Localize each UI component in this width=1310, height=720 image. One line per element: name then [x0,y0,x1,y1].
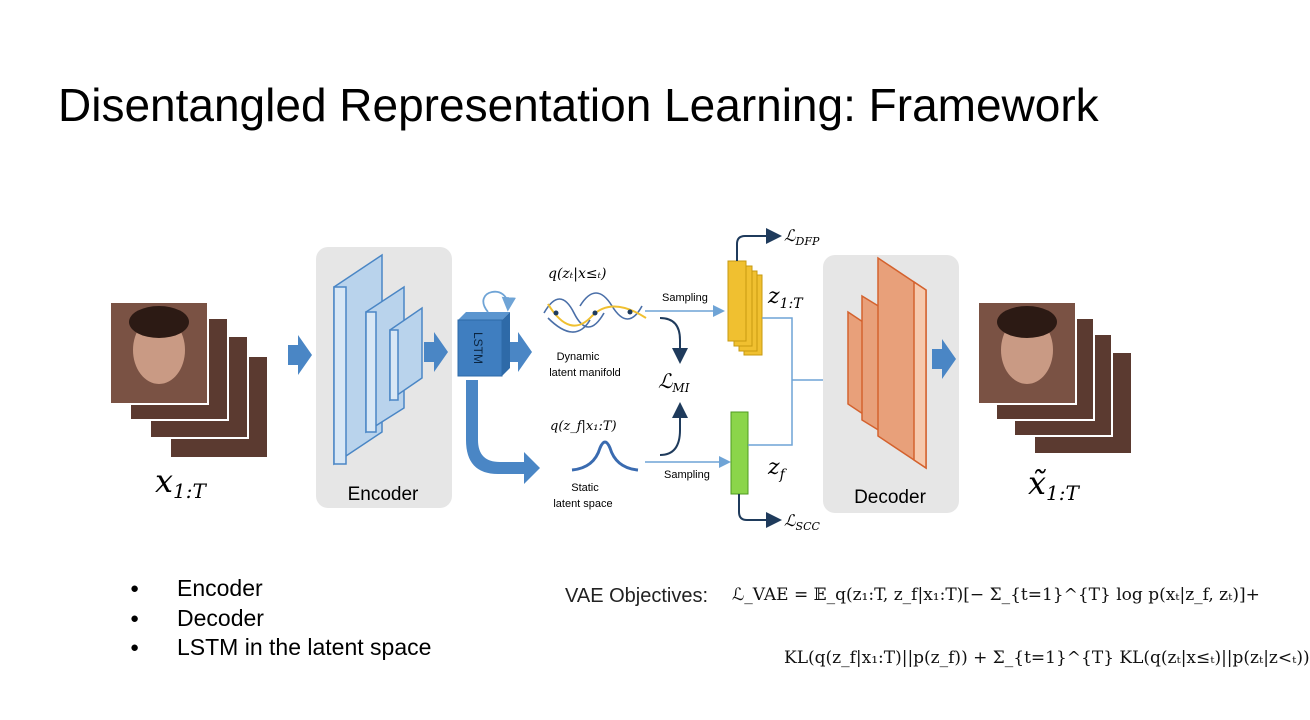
lstm-side [502,312,510,376]
slide-title: Disentangled Representation Learning: Fr… [58,79,1099,131]
output-label: x̃1:T [1028,464,1081,505]
encoder-layer-3-side [389,329,399,401]
vae-objectives-label: VAE Objectives: [565,585,709,607]
output-frames [977,301,1133,455]
decoder-label: Decoder [854,487,926,508]
bullet-item: Encoder [130,574,431,604]
arrow-static-to-mi [659,402,688,456]
z-dynamic-stack [727,260,763,356]
arrow-input-to-encoder [288,335,312,375]
input-face-hair [129,306,189,338]
sampling-bottom-label: Sampling [664,469,710,481]
q-dynamic-label: q(zₜ|x≤ₜ) [548,266,607,282]
output-face-hair [997,306,1057,338]
dynamic-manifold-curves [543,292,647,333]
z-static-label: zf [767,455,788,483]
q-static-label: q(z_f|x₁:T) [550,419,617,434]
z-dynamic-layer-1 [727,260,747,342]
encoder-label: Encoder [348,484,419,505]
loss-mi: ℒMI [658,369,690,395]
vae-equation-line-2: KL(q(z_f|x₁:T)||p(z_f)) + Σ_{t=1}^{T} KL… [784,648,1310,668]
bullet-item: Decoder [130,604,431,634]
z-static-block [730,411,749,495]
dynamic-caption-2: latent manifold [549,367,621,379]
arrow-decoder-to-output [932,339,956,379]
bullet-item: LSTM in the latent space [130,633,431,663]
loss-scc: ℒSCC [784,511,820,533]
arrow-to-dfp [736,228,782,261]
arrow-encoder-to-lstm [424,332,448,372]
arrow-dynamic-to-mi [659,317,688,364]
vae-equation-line-1: ℒ_VAE = 𝔼_q(z₁:T, z_f|x₁:T)[− Σ_{t=1}^{T… [732,585,1260,605]
lstm-front [457,319,503,377]
decoder-layer-3-front [913,280,927,470]
static-caption-2: latent space [553,498,612,510]
sampling-top-label: Sampling [662,292,708,304]
lstm-top [458,312,510,320]
loss-dfp: ℒDFP [784,226,820,248]
encoder-layers [333,253,423,466]
input-frames [109,301,269,459]
static-caption-1: Static [571,482,599,494]
dynamic-caption-1: Dynamic [557,351,600,363]
input-label: x1:T [155,462,208,503]
arrow-lstm-to-static [466,380,540,484]
merge-line-static [748,380,793,446]
lstm-recurrent-loop [482,290,516,313]
static-gaussian-curve [571,440,639,472]
arrow-lstm-to-dynamic [510,332,532,372]
arrow-to-scc [738,494,782,528]
lstm-label: LSTM [471,332,485,364]
z-dynamic-label: z1:T [767,284,804,312]
merge-line-dynamic [762,317,793,380]
encoder-layer-1-side [333,286,347,465]
lstm-block: LSTM [457,290,516,377]
framework-diagram: x1:T Encoder LSTM q(zₜ|x≤ₜ) Dynamic late… [109,226,1133,533]
bullet-list: Encoder Decoder LSTM in the latent space [130,574,431,663]
decoder-layers [847,256,927,470]
encoder-layer-2-side [365,311,377,433]
